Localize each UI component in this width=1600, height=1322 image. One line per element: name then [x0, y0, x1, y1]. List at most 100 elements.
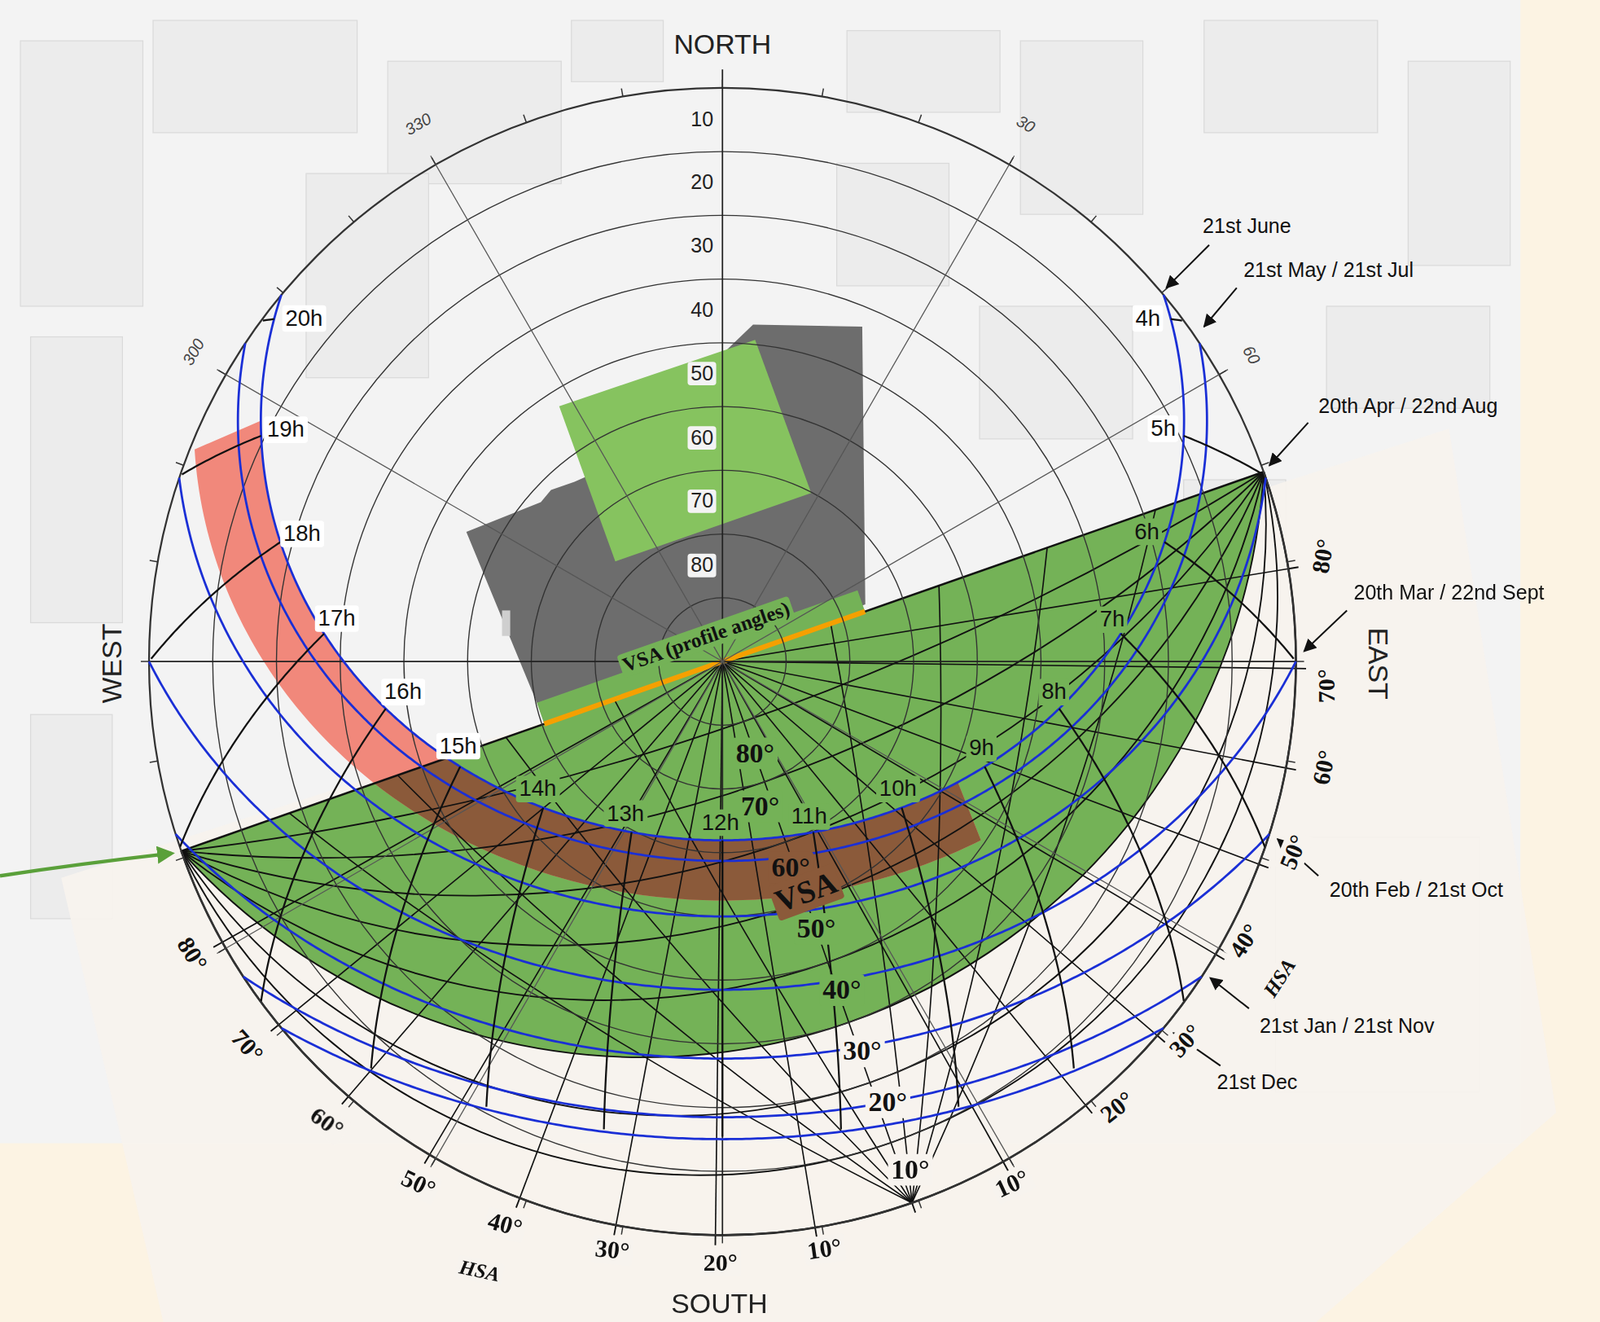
- altitude-rings: [523, 114, 527, 123]
- map-background: [846, 30, 1000, 113]
- map-background: [387, 61, 562, 184]
- map-background: [979, 306, 1133, 439]
- hsa-label: 60°: [1306, 745, 1342, 791]
- date-label: 21st June: [1199, 214, 1294, 239]
- hsa-label: 30°: [590, 1234, 634, 1267]
- map-background: [1020, 40, 1143, 215]
- hsa-label: 50°: [1273, 828, 1315, 877]
- altitude-rings: [431, 157, 436, 165]
- hour-lines: [1164, 542, 1294, 659]
- map-background: [20, 40, 143, 307]
- hour-label: 15h: [436, 732, 481, 760]
- map-background: [571, 20, 664, 82]
- window-facade: [536, 590, 865, 724]
- altitude-rings: [918, 1200, 921, 1208]
- date-label: 20th Apr / 22nd Aug: [1315, 394, 1502, 418]
- altitude-rings: [348, 215, 354, 223]
- hour-label: 5h: [1148, 415, 1180, 443]
- protractor-lines: [181, 471, 1307, 1245]
- protractor-lines: [181, 471, 1297, 1235]
- hour-lines: [1170, 319, 1183, 321]
- sun-path-curves: [260, 294, 1184, 841]
- altitude-rings: [822, 1226, 825, 1235]
- sun-band: [194, 420, 982, 900]
- altitude-label: 60: [687, 425, 716, 450]
- hour-lines: [1183, 435, 1263, 474]
- hsa-label: 70°: [1312, 665, 1341, 706]
- protractor-lines: [722, 661, 1286, 768]
- hsa-label: 10°: [988, 1162, 1037, 1206]
- hsa-label: 80°: [1306, 534, 1341, 579]
- hour-label: 12h: [698, 809, 743, 837]
- compass-label: EAST: [1361, 624, 1394, 703]
- altitude-rings: [1287, 760, 1296, 763]
- protractor-lines: [911, 1202, 916, 1213]
- protractor-lines: [222, 661, 723, 943]
- compass-label: WEST: [96, 620, 128, 706]
- building: [559, 339, 812, 562]
- date-leader: [1269, 422, 1309, 466]
- altitude-rings: [722, 79, 724, 88]
- hour-lines: [486, 807, 544, 1107]
- map-background: [1204, 20, 1378, 133]
- protractor-lines: [1157, 1034, 1166, 1042]
- hour-label: 4h: [1132, 305, 1164, 333]
- hour-label: 16h: [381, 678, 426, 706]
- protractor-lines: [714, 1234, 717, 1245]
- altitude-rings: [1287, 560, 1296, 562]
- protractor-lines: [1215, 954, 1225, 960]
- hour-lines: [151, 542, 281, 659]
- hour-label: 20h: [282, 305, 327, 333]
- hour-lines: [179, 633, 325, 847]
- hsa-label: 70°: [223, 1021, 271, 1071]
- hour-lines: [604, 832, 632, 1130]
- date-label: 20th Feb / 21st Oct: [1326, 877, 1507, 902]
- protractor-lines: [1003, 1161, 1009, 1171]
- vsa-label: 20°: [865, 1086, 911, 1118]
- hour-lines: [984, 766, 1074, 1068]
- altitude-rings: [1296, 660, 1305, 662]
- hsa-label: 40°: [482, 1205, 529, 1244]
- map-background: [153, 20, 358, 133]
- altitude-rings: [1261, 857, 1269, 860]
- altitude-rings: [431, 1157, 436, 1166]
- altitude-rings: [722, 1234, 724, 1243]
- pointer-arrow: [0, 853, 172, 877]
- window-facade: [536, 590, 865, 724]
- altitude-rings: [219, 947, 227, 952]
- altitude-rings: [1261, 462, 1269, 465]
- altitude-rings: [722, 155, 1014, 662]
- protractor-lines: [1295, 667, 1307, 670]
- altitude-rings: [140, 69, 1305, 1243]
- date-label: 20th Mar / 22nd Sept: [1350, 581, 1548, 605]
- altitude-rings: [621, 1226, 623, 1235]
- hour-lines: [181, 435, 261, 474]
- map-background: [1326, 306, 1491, 408]
- protractor-lines: [613, 1224, 616, 1235]
- protractor-lines: [911, 509, 1156, 1203]
- date-leader: [1166, 245, 1210, 289]
- altitude-rings: [175, 462, 184, 465]
- altitude-rings: [1008, 1157, 1013, 1166]
- vsa-label: 30°: [839, 1034, 885, 1067]
- sun-path-curves: [149, 294, 1297, 1139]
- protractor-lines: [722, 661, 1004, 1162]
- altitude-rings: [348, 1100, 354, 1108]
- date-leader: [1204, 287, 1237, 327]
- altitude-rings: [722, 369, 1228, 662]
- azimuth-label: 330: [398, 108, 438, 141]
- altitude-rings: [1091, 215, 1096, 223]
- altitude-label: 80: [687, 553, 716, 578]
- vsa-title: VSA (profile angles): [616, 596, 796, 679]
- date-label: 21st Dec: [1214, 1069, 1301, 1094]
- date-leader: [1209, 977, 1250, 1009]
- protractor-lines: [271, 1024, 280, 1031]
- hsa-label: 60°: [302, 1099, 351, 1146]
- sun-path-curves: [237, 342, 1207, 861]
- protractor-lines: [341, 1095, 349, 1105]
- azimuth-label: 300: [177, 333, 211, 372]
- date-label: 21st May / 21st Jul: [1240, 258, 1416, 283]
- altitude-rings: [149, 760, 158, 763]
- hour-lines: [1059, 708, 1184, 1001]
